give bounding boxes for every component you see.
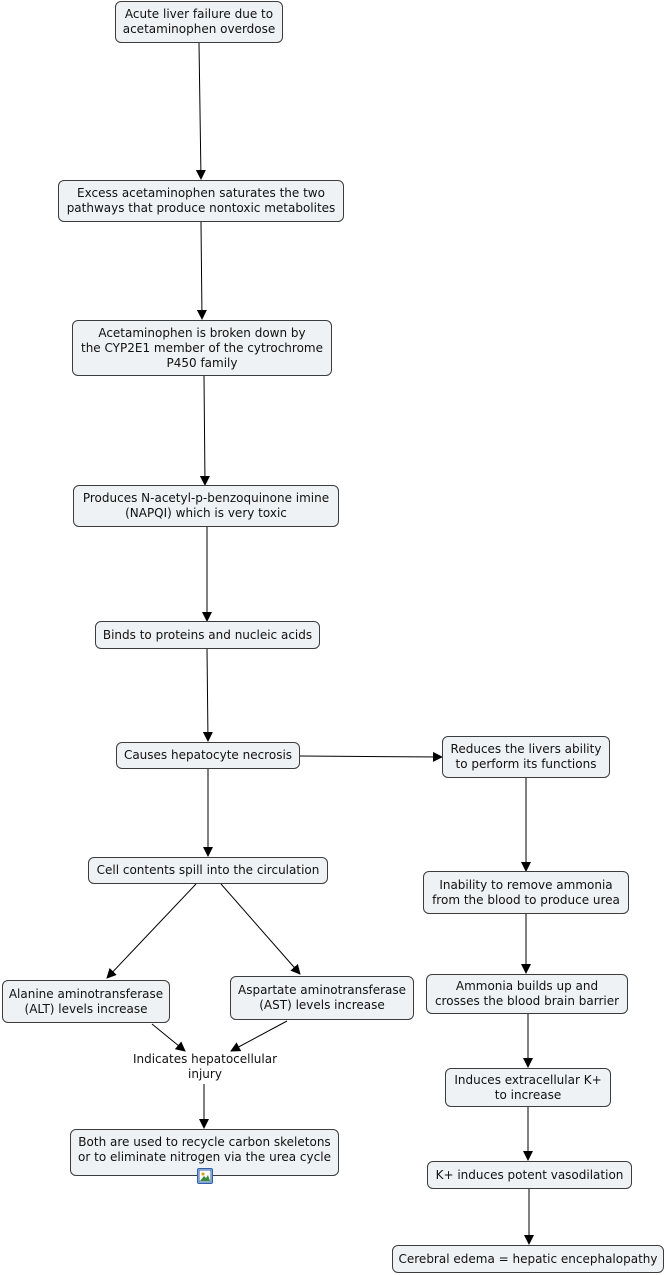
arrow-n5-n6 [202, 648, 213, 742]
arrow-n6-n7 [299, 751, 443, 762]
node-binds-proteins[interactable]: Binds to proteins and nucleic acids [95, 621, 320, 649]
node-k-vasodilation[interactable]: K+ induces potent vasodilation [427, 1161, 632, 1189]
node-excess-acetaminophen[interactable]: Excess acetaminophen saturates the two p… [58, 180, 344, 222]
arrow-n10-n13 [151, 1023, 186, 1052]
node-reduces-liver-ability[interactable]: Reduces the livers ability to perform it… [442, 736, 610, 778]
node-ammonia-removal[interactable]: Inability to remove ammonia from the blo… [423, 871, 629, 914]
arrow-n1-n2 [195, 42, 206, 180]
node-acute-liver-failure[interactable]: Acute liver failure due to acetaminophen… [115, 1, 283, 43]
node-cerebral-edema[interactable]: Cerebral edema = hepatic encephalopathy [392, 1245, 664, 1273]
node-recycle-carbon[interactable]: Both are used to recycle carbon skeleton… [70, 1129, 339, 1176]
node-ast-increase[interactable]: Aspartate aminotransferase (AST) levels … [230, 976, 414, 1020]
arrow-n2-n3 [196, 221, 207, 320]
node-cyp2e1-breakdown[interactable]: Acetaminophen is broken down by the CYP2… [72, 320, 332, 376]
node-hepatocyte-necrosis[interactable]: Causes hepatocyte necrosis [116, 742, 300, 769]
arrow-n8-n10 [106, 883, 197, 979]
image-attachment-icon[interactable] [197, 1168, 213, 1184]
node-cell-contents-spill[interactable]: Cell contents spill into the circulation [88, 857, 328, 884]
node-napqi-production[interactable]: Produces N-acetyl-p-benzoquinone imine (… [73, 485, 339, 527]
arrow-n3-n4 [199, 375, 210, 486]
node-extracellular-k[interactable]: Induces extracellular K+ to increase [445, 1068, 611, 1107]
node-alt-increase[interactable]: Alanine aminotransferase (ALT) levels in… [2, 980, 170, 1023]
arrow-n11-n13 [230, 1020, 288, 1052]
node-hepatocellular-injury[interactable]: Indicates hepatocellular injury [132, 1052, 278, 1081]
arrow-n8-n11 [220, 883, 301, 975]
node-ammonia-bbb[interactable]: Ammonia builds up and crosses the blood … [426, 974, 628, 1014]
